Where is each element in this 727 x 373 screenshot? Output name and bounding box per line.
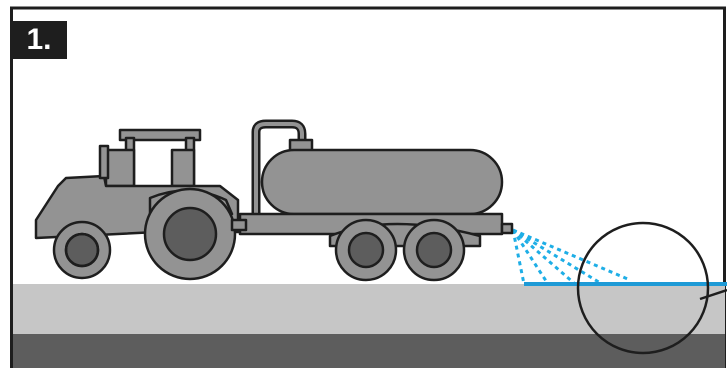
ground-light: [13, 284, 725, 336]
step-number-badge: 1.: [11, 21, 67, 59]
ground-dark: [13, 334, 725, 368]
